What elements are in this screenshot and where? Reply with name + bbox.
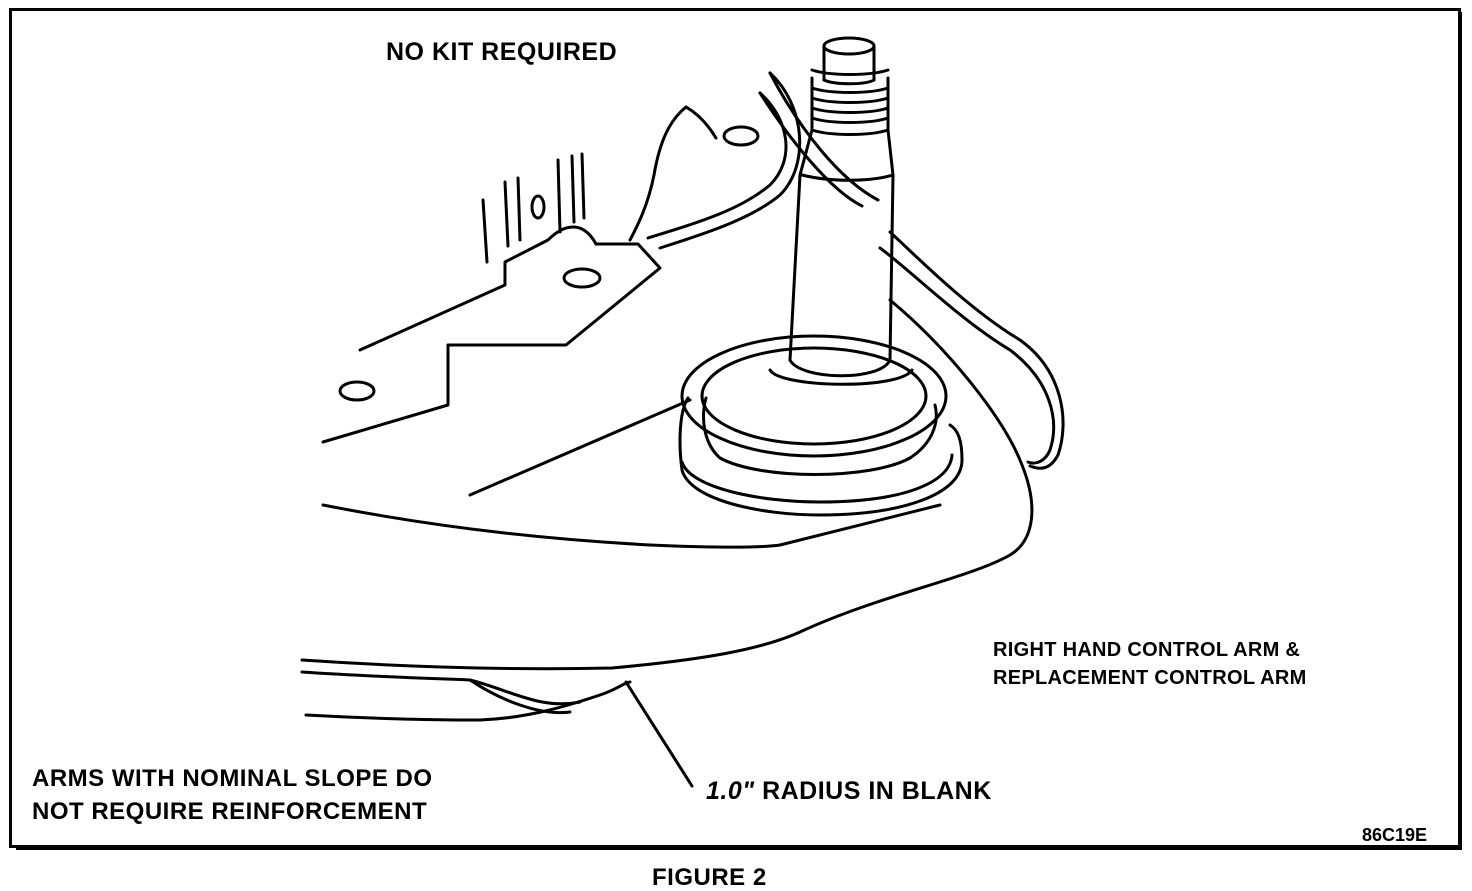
radius-value: 1.0" <box>706 777 755 805</box>
mounting-hole <box>338 380 376 402</box>
body-panel <box>321 71 802 444</box>
ball-stud <box>768 36 914 386</box>
heading-no-kit-required: NO KIT REQUIRED <box>386 38 618 66</box>
right-arm-label-line2: REPLACEMENT CONTROL ARM <box>993 667 1307 689</box>
panel-ribs <box>481 152 586 264</box>
mounting-hole <box>562 267 602 289</box>
right-arm-label-line1: RIGHT HAND CONTROL ARM & <box>993 639 1301 661</box>
right-arm-label: RIGHT HAND CONTROL ARM & REPLACEMENT CON… <box>993 636 1307 692</box>
small-hole <box>530 194 546 220</box>
ball-joint-seat <box>678 334 964 517</box>
radius-callout: 1.0" RADIUS IN BLANK <box>706 779 992 804</box>
mounting-hole <box>722 125 760 147</box>
nominal-slope-note: ARMS WITH NOMINAL SLOPE DO NOT REQUIRE R… <box>32 762 433 828</box>
figure-code: 86C19E <box>1362 825 1428 845</box>
control-arm-plate <box>300 71 1065 788</box>
radius-text: RADIUS IN BLANK <box>762 777 992 805</box>
nominal-slope-note-line1: ARMS WITH NOMINAL SLOPE DO <box>32 765 433 792</box>
figure-caption: FIGURE 2 <box>652 864 767 891</box>
nominal-slope-note-line2: NOT REQUIRE REINFORCEMENT <box>32 798 428 825</box>
